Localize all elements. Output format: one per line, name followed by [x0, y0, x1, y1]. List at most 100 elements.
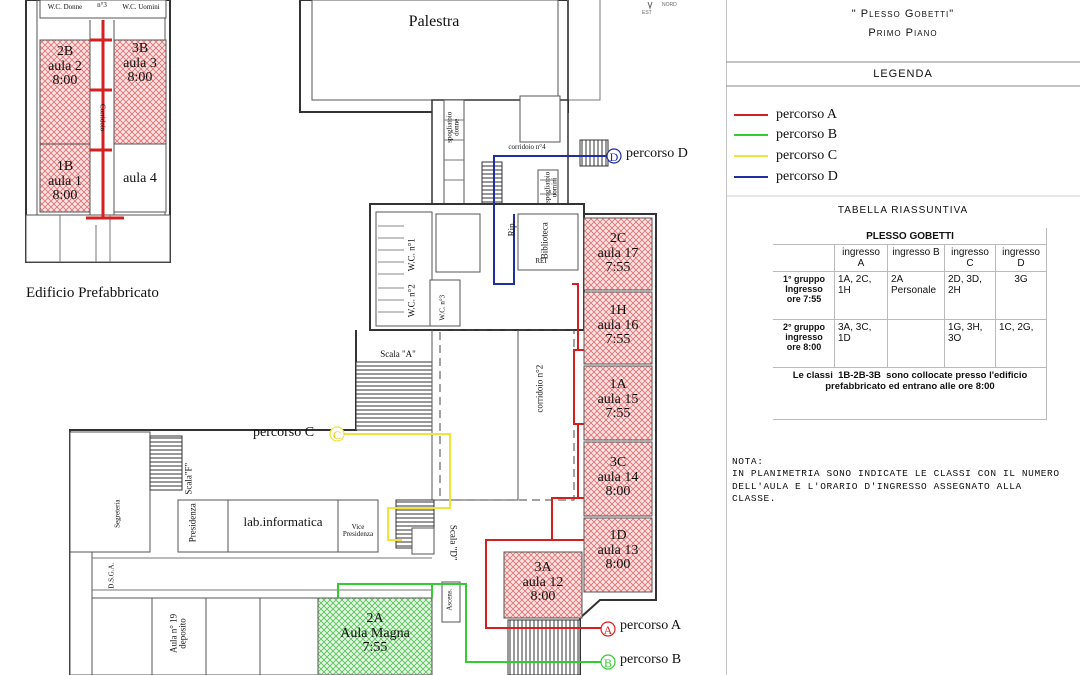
presidenza-label: Presidenza [187, 503, 198, 543]
summary-header-d: ingresso D [995, 244, 1047, 272]
aula-14-label: 3C aula 14 8:00 [584, 455, 652, 500]
compass-nord: NORD [662, 2, 677, 8]
nota-block: NOTA: IN PLANIMETRIA SONO INDICATE LE CL… [732, 456, 1072, 505]
prefab-wc-donne: W.C. Donne [47, 3, 83, 11]
prefab-aula-2 [39, 39, 91, 145]
compass-est: EST [642, 10, 652, 16]
prefab-room-1b-ora: 8:00 [52, 188, 78, 204]
aula-15-aula: aula 15 [597, 391, 639, 407]
nota-text: IN PLANIMETRIA SONO INDICATE LE CLASSI C… [732, 468, 1060, 505]
corridoio2-label: corridoio n°2 [534, 364, 545, 413]
percorso-b-route [337, 583, 606, 663]
aula-16-label: 1H aula 16 7:55 [584, 303, 652, 348]
prefab-title: Edificio Prefabbricato [26, 285, 159, 301]
summary-row2-label: 2° gruppo ingresso ore 8:00 [773, 319, 835, 368]
summary-table: PLESSO GOBETTI ingresso A ingresso B ing… [773, 228, 1047, 420]
legend-item-a: percorso A [734, 107, 837, 123]
summary-row2-b [887, 319, 945, 368]
percorso-a-marker-text: A [604, 623, 613, 637]
legend-swatch-b [734, 134, 768, 136]
legend-label-d: percorso D [776, 169, 838, 184]
percorso-d-marker: D [606, 148, 622, 164]
legend-item-d: percorso D [734, 169, 838, 185]
lab-informatica-label: lab.informatica [243, 514, 323, 529]
aula-17-classe: 2C [609, 231, 627, 246]
prefab-room-2b-ora: 8:00 [52, 73, 78, 89]
spogliatoio-donne-label: spogliatoio donne [445, 111, 461, 143]
main-building [69, 213, 657, 675]
prefab-room-3b-classe: 3B [131, 41, 149, 56]
summary-row1-b: 2A Personale [887, 271, 945, 320]
summary-row2-a: 3A, 3C, 1D [834, 319, 888, 368]
prefab-aula-3 [113, 39, 167, 145]
aula-17-ora: 7:55 [605, 260, 631, 276]
legend-label-b: percorso B [776, 127, 838, 142]
summary-row2-c: 1G, 3H, 3O [944, 319, 996, 368]
legend-item-c: percorso C [734, 148, 837, 164]
corridoio4-label: corridoio n°4 [508, 143, 546, 151]
aula-14-aula: aula 14 [597, 469, 639, 485]
floor-plan: A B C D EST NORD [25, 0, 677, 675]
legend-swatch-a [734, 114, 768, 116]
aula-magna-classe: 2A [366, 611, 384, 626]
prefab-room-1b-aula: aula 1 [48, 173, 82, 189]
aula-13-classe: 1D [609, 528, 627, 543]
summary-note-classes: 1B-2B-3B [838, 370, 881, 381]
legend-label-c: percorso C [776, 148, 838, 163]
legend-label-a: percorso A [776, 107, 838, 122]
summary-header-c: ingresso C [944, 244, 996, 272]
prefab-room-2b: 2B aula 2 8:00 [40, 44, 90, 89]
summary-row1-c: 2D, 3D, 2H [944, 271, 996, 320]
east-classrooms [503, 217, 653, 619]
scala-a-label: Scala "A" [380, 349, 416, 359]
aula-13-ora: 8:00 [605, 557, 631, 573]
summary-row1-label: 1° gruppo Ingresso ore 7:55 [773, 271, 835, 320]
summary-plesso: PLESSO GOBETTI [773, 228, 1047, 245]
nota-title: NOTA: [732, 456, 764, 467]
aula-12-ora: 8:00 [530, 589, 556, 605]
spogliatoio-uomini-label: spogliatoio uomini [543, 171, 559, 203]
prefab-room-2b-classe: 2B [56, 44, 74, 59]
compass-icon: EST NORD [642, 1, 677, 16]
summary-row2-d: 1C, 2G, [995, 319, 1047, 368]
prefab-aula-1 [39, 143, 91, 213]
wc2-label: W.C. n°2 [406, 284, 417, 318]
percorso-c-marker-text: C [333, 428, 341, 442]
legend-swatch-d [734, 176, 768, 178]
wc-block [369, 203, 585, 331]
prefab-building [25, 0, 171, 263]
dsga-label: D.S.G.A. [107, 562, 116, 589]
summary-header-b: ingresso B [887, 244, 945, 272]
prefab-room-1b-classe: 1B [56, 159, 74, 174]
prefab-wc-n3: n°3 [97, 1, 107, 9]
percorso-a-route [485, 283, 606, 629]
summary-corner [773, 244, 835, 272]
summary-note-suffix: sono collocate presso l'edificio prefabb… [825, 370, 1028, 392]
percorso-c-marker: C [329, 426, 345, 442]
aula-15-classe: 1A [609, 377, 627, 392]
prefab-room-aula4: aula 4 [114, 171, 166, 187]
percorso-b-label: percorso B [620, 652, 682, 667]
percorso-d-marker-text: D [610, 150, 619, 164]
prefab-corridoio: Corridoio [98, 104, 107, 132]
aula-17-label: 2C aula 17 7:55 [584, 231, 652, 276]
rei-label: REI [535, 257, 547, 265]
summary-header-a: ingresso A [834, 244, 888, 272]
percorso-d-label: percorso D [626, 146, 688, 161]
piano-title: Primo Piano [868, 27, 938, 39]
prefab-wc-uomini: W.C. Uomini [122, 3, 160, 11]
palestra [299, 0, 601, 113]
prefab-room-2b-aula: aula 2 [48, 58, 82, 74]
prefab-room-aula4-aula: aula 4 [123, 171, 157, 186]
percorso-a-marker: A [600, 621, 616, 637]
panel-lines [726, 0, 1080, 675]
wc1-label: W.C. n°1 [406, 238, 417, 272]
aula-12-aula: aula 12 [522, 574, 564, 590]
ascens-label: Ascens. [445, 588, 454, 611]
prefab-room-1b: 1B aula 1 8:00 [40, 159, 90, 204]
plesso-title: " Plesso Gobetti" [851, 8, 955, 20]
aula-magna-ora: 7:55 [362, 640, 388, 656]
percorso-d-route [493, 155, 606, 285]
deposito-label: Aula n° 19 deposito [169, 600, 189, 666]
aula-14-classe: 3C [609, 455, 627, 470]
